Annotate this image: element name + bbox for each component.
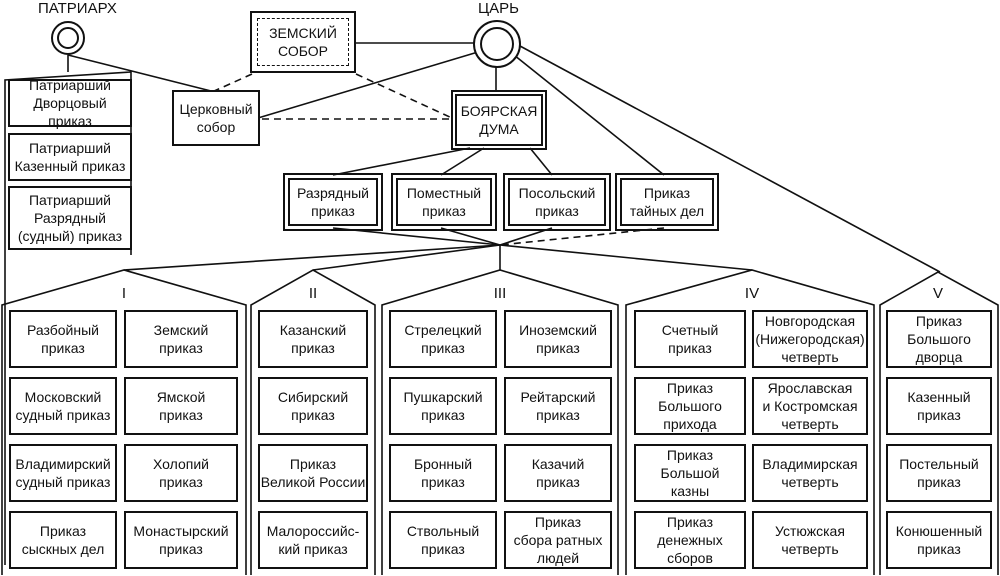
group-1-item-7: Приказ сыскных дел [9, 511, 117, 569]
group-4-item-2: Новгородская (Нижегородская) четверть [752, 310, 868, 368]
group-5-item-3: Постельный приказ [886, 444, 992, 502]
patriarch-label: ПАТРИАРХ [38, 0, 117, 17]
group-5-item-4: Конюшенный приказ [886, 511, 992, 569]
group-4-item-3: Приказ Большого прихода [634, 377, 746, 435]
zemsky-sobor-label: ЗЕМСКИЙ СОБОР [257, 18, 349, 66]
group-1-item-8: Монастырский приказ [124, 511, 238, 569]
group-1-item-2: Земский приказ [124, 310, 238, 368]
group-1-item-1: Разбойный приказ [9, 310, 117, 368]
group-1-item-3: Московский судный приказ [9, 377, 117, 435]
group-number-1: I [121, 285, 127, 302]
group-4-item-1: Счетный приказ [634, 310, 746, 368]
central-prikaz-pomestny: Поместный приказ [391, 173, 497, 231]
group-2-item-2: Сибирский приказ [258, 377, 368, 435]
group-1-item-5: Владимирский судный приказ [9, 444, 117, 502]
church-council-box: Церковный собор [172, 90, 260, 146]
group-number-4: IV [744, 285, 760, 302]
group-4-item-5: Приказ Большой казны [634, 444, 746, 502]
group-3-item-2: Иноземский приказ [504, 310, 612, 368]
group-3-item-1: Стрелецкий приказ [389, 310, 497, 368]
group-2-item-4: Малороссийс- кий приказ [258, 511, 368, 569]
group-5-item-2: Казенный приказ [886, 377, 992, 435]
patriarch-prikaz-3: Патриарший Разрядный (судный) приказ [8, 186, 132, 250]
group-3-item-8: Приказ сбора ратных людей [504, 511, 612, 569]
group-number-3: III [493, 285, 507, 302]
group-3-item-3: Пушкарский приказ [389, 377, 497, 435]
group-2-item-3: Приказ Великой России [258, 444, 368, 502]
zemsky-sobor-box: ЗЕМСКИЙ СОБОР [250, 11, 356, 73]
group-1-item-4: Ямской приказ [124, 377, 238, 435]
tsar-label: ЦАРЬ [478, 0, 519, 17]
group-number-2: II [308, 285, 318, 302]
central-prikaz-tainykh-del: Приказ тайных дел [615, 173, 719, 231]
central-prikaz-razryadny: Разрядный приказ [283, 173, 383, 231]
group-4-item-7: Приказ денежных сборов [634, 511, 746, 569]
group-3-item-6: Казачий приказ [504, 444, 612, 502]
central-prikaz-posolsky: Посольский приказ [503, 173, 611, 231]
group-number-5: V [932, 285, 943, 302]
group-1-item-6: Холопий приказ [124, 444, 238, 502]
group-4-item-4: Ярославская и Костромская четверть [752, 377, 868, 435]
boyar-duma-box: БОЯРСКАЯ ДУМА [451, 90, 547, 150]
group-3-item-5: Бронный приказ [389, 444, 497, 502]
group-4-item-8: Устюжская четверть [752, 511, 868, 569]
group-2-item-1: Казанский приказ [258, 310, 368, 368]
patriarch-prikaz-1: Патриарший Дворцовый приказ [8, 77, 132, 129]
group-3-item-4: Рейтарский приказ [504, 377, 612, 435]
group-3-item-7: Ствольный приказ [389, 511, 497, 569]
patriarch-prikaz-2: Патриарший Казенный приказ [8, 133, 132, 181]
group-4-item-6: Владимирская четверть [752, 444, 868, 502]
group-5-item-1: Приказ Большого дворца [886, 310, 992, 368]
